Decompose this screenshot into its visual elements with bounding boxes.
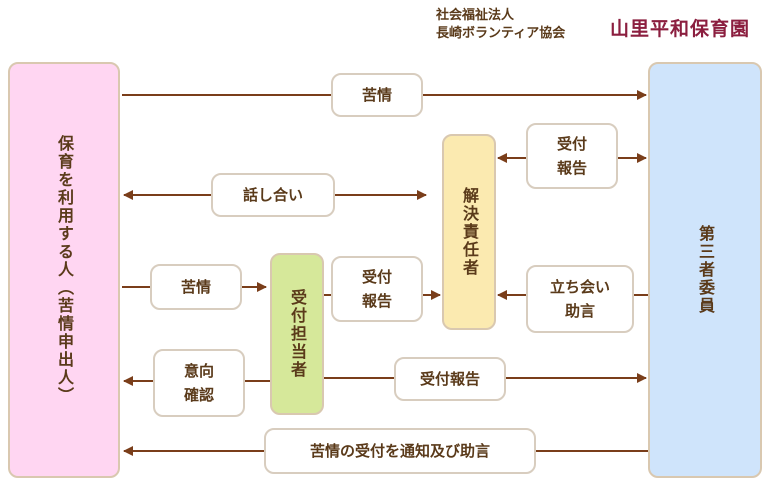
resolver-label: 解決責任者 <box>460 187 479 277</box>
org-type: 社会福祉法人 <box>436 8 515 23</box>
label-discussion: 話し合い <box>211 173 335 217</box>
nursery-name: 山里平和保育園 <box>610 18 751 40</box>
label-report-resolver: 受付報告 <box>331 256 423 322</box>
third-party-box: 第三者委員 <box>648 62 762 478</box>
label-complaint-top: 苦情 <box>331 73 423 117</box>
complainant-label: 保育を利用する人（苦情申出人） <box>55 135 74 405</box>
receiver-label: 受付担当者 <box>288 289 307 379</box>
receiver-box: 受付担当者 <box>270 253 324 415</box>
third-party-label: 第三者委員 <box>696 225 715 315</box>
resolver-box: 解決責任者 <box>442 134 496 330</box>
label-report-bottom: 受付報告 <box>394 357 506 401</box>
label-advice: 立ち会い助言 <box>526 265 634 333</box>
label-report-third: 受付報告 <box>526 123 618 189</box>
complainant-box: 保育を利用する人（苦情申出人） <box>8 62 120 478</box>
label-notify: 苦情の受付を通知及び助言 <box>264 428 536 474</box>
label-complaint-mid: 苦情 <box>150 264 242 310</box>
label-confirm: 意向確認 <box>153 349 245 417</box>
org-name: 長崎ボランティア協会 <box>436 26 566 41</box>
